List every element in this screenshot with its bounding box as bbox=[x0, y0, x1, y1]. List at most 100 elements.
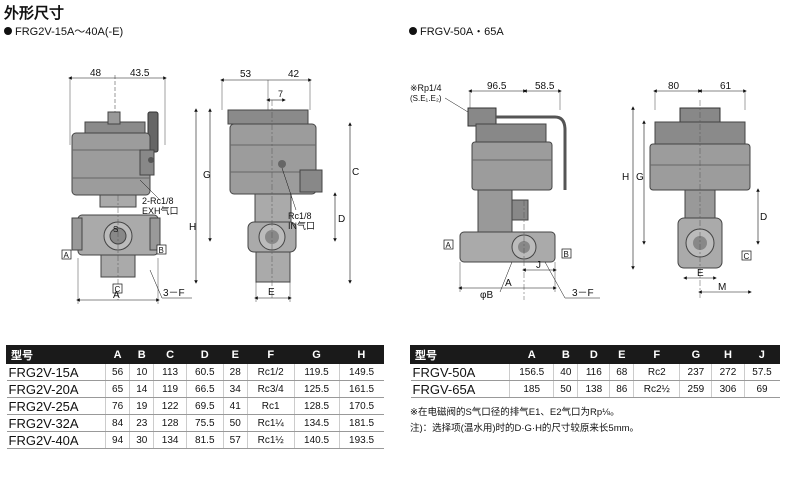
left-table-header-row: 型号 A B C D E F G H bbox=[6, 345, 385, 364]
header-e: E bbox=[609, 345, 635, 364]
in-port-label: Rc1/8 bbox=[288, 211, 312, 221]
cell: 81.5 bbox=[185, 431, 224, 449]
header-a: A bbox=[104, 345, 131, 364]
dim-7: 7 bbox=[278, 89, 283, 99]
left-subtitle-text: FRG2V-15A～40A(-E) bbox=[15, 26, 124, 38]
cell: 138 bbox=[577, 380, 610, 398]
cell: Rc3/4 bbox=[246, 380, 295, 398]
table-row: FRG2V-25A 76 19 122 69.5 41 Rc1 128.5 17… bbox=[6, 397, 384, 415]
left-side-view: 53 42 7 Rc1/8 IN气口 G H C D E bbox=[189, 69, 359, 302]
cell: 41 bbox=[222, 397, 248, 415]
header-b: B bbox=[129, 345, 155, 364]
dim-a-right: A bbox=[505, 278, 512, 289]
cell: 65 bbox=[104, 380, 130, 398]
dim-43-5: 43.5 bbox=[130, 68, 150, 79]
cell: 14 bbox=[129, 380, 154, 398]
left-subtitle: FRG2V-15A～40A(-E) bbox=[4, 23, 123, 39]
dim-58-5: 58.5 bbox=[535, 81, 555, 92]
box-c: C bbox=[115, 285, 121, 294]
cell-model: FRG2V-15A bbox=[6, 363, 106, 381]
cell: Rc2 bbox=[633, 363, 680, 381]
cell: 237 bbox=[679, 363, 712, 381]
right-subtitle-text: FRGV-50A・65A bbox=[420, 26, 504, 38]
cell: 40 bbox=[553, 363, 578, 381]
cell: 125.5 bbox=[293, 380, 340, 398]
bullet-icon bbox=[4, 27, 12, 35]
right-front-view: ※Rp1/4 (S.E₁.E₂) 96.5 58.5 A B J φB bbox=[410, 81, 600, 301]
header-model: 型号 bbox=[6, 345, 106, 364]
cell: 76 bbox=[104, 397, 130, 415]
page-title: 外形尺寸 bbox=[4, 5, 65, 22]
cell: 122 bbox=[153, 397, 187, 415]
box-a: A bbox=[64, 251, 70, 260]
cell: Rc1½ bbox=[246, 431, 295, 449]
cell: Rc1 bbox=[246, 397, 295, 415]
in-text-label: IN气口 bbox=[288, 220, 315, 231]
table-row: FRGV-50A 156.5 40 116 68 Rc2 237 272 57.… bbox=[410, 363, 780, 381]
cell: 28 bbox=[222, 363, 248, 381]
cell: 10 bbox=[129, 363, 154, 381]
dim-h-right: H bbox=[622, 172, 629, 183]
table-row: FRG2V-40A 94 30 134 81.5 57 Rc1½ 140.5 1… bbox=[6, 431, 384, 449]
s-mark: S bbox=[113, 225, 118, 234]
cell: 128 bbox=[153, 414, 187, 432]
header-g: G bbox=[293, 345, 340, 364]
cell-model: FRG2V-25A bbox=[6, 397, 106, 415]
header-f: F bbox=[246, 345, 295, 364]
header-a: A bbox=[508, 345, 555, 364]
cell: 128.5 bbox=[293, 397, 340, 415]
cell: 94 bbox=[104, 431, 130, 449]
cell-model: FRG2V-32A bbox=[6, 414, 106, 432]
cell: 34 bbox=[222, 380, 248, 398]
header-d: D bbox=[577, 345, 611, 364]
cell: 30 bbox=[129, 431, 154, 449]
cell: 161.5 bbox=[338, 380, 384, 398]
cell: 19 bbox=[129, 397, 154, 415]
dim-e-left: E bbox=[268, 287, 275, 298]
bullet-icon bbox=[409, 27, 417, 35]
dim-d-left: D bbox=[338, 214, 345, 225]
cell-model: FRGV-50A bbox=[410, 363, 510, 381]
cell: 23 bbox=[129, 414, 154, 432]
dim-61: 61 bbox=[720, 81, 732, 92]
dim-phib: φB bbox=[480, 290, 493, 301]
cell: 56 bbox=[104, 363, 130, 381]
cell: 60.5 bbox=[185, 363, 224, 381]
cell: 181.5 bbox=[338, 414, 384, 432]
dim-c-left: C bbox=[352, 167, 359, 178]
cell-model: FRG2V-40A bbox=[6, 431, 106, 449]
cell: 149.5 bbox=[338, 363, 384, 381]
cell: 50 bbox=[553, 380, 578, 398]
right-spec-table: 型号 A B D E F G H J FRGV-50A 156.5 40 116… bbox=[410, 345, 780, 398]
dim-53: 53 bbox=[240, 69, 252, 80]
cell-model: FRGV-65A bbox=[410, 380, 510, 398]
dim-d-right: D bbox=[760, 212, 767, 223]
cell: 57 bbox=[222, 431, 248, 449]
exh-port-label: 2-Rc1/8 bbox=[142, 196, 174, 206]
cell: 193.5 bbox=[338, 431, 384, 449]
header-c: C bbox=[153, 345, 187, 364]
header-h: H bbox=[338, 345, 385, 364]
right-side-view: 80 61 C H G D E M bbox=[622, 81, 767, 300]
box-c-right: C bbox=[744, 252, 750, 261]
cell: 75.5 bbox=[185, 414, 224, 432]
cell: Rc1¼ bbox=[246, 414, 295, 432]
port-3f-right: 3－F bbox=[572, 288, 594, 299]
header-f: F bbox=[633, 345, 681, 364]
box-a-right: A bbox=[446, 241, 452, 250]
cell: 116 bbox=[577, 363, 610, 381]
dim-m-right: M bbox=[718, 282, 726, 293]
dim-48: 48 bbox=[90, 68, 102, 79]
port-3f-left: 3－F bbox=[163, 288, 185, 299]
cell: 259 bbox=[679, 380, 712, 398]
cell: 69 bbox=[743, 380, 780, 398]
dim-g-right: G bbox=[636, 172, 644, 183]
dim-42: 42 bbox=[288, 69, 300, 80]
cell: 84 bbox=[104, 414, 130, 432]
left-spec-table: 型号 A B C D E F G H FRG2V-15A 56 10 113 6… bbox=[6, 345, 385, 449]
rp-sub: (S.E₁.E₂) bbox=[410, 94, 442, 103]
table-row: FRGV-65A 185 50 138 86 Rc2½ 259 306 69 bbox=[410, 380, 780, 398]
cell: 66.5 bbox=[185, 380, 224, 398]
right-table-header-row: 型号 A B D E F G H J bbox=[410, 345, 780, 364]
